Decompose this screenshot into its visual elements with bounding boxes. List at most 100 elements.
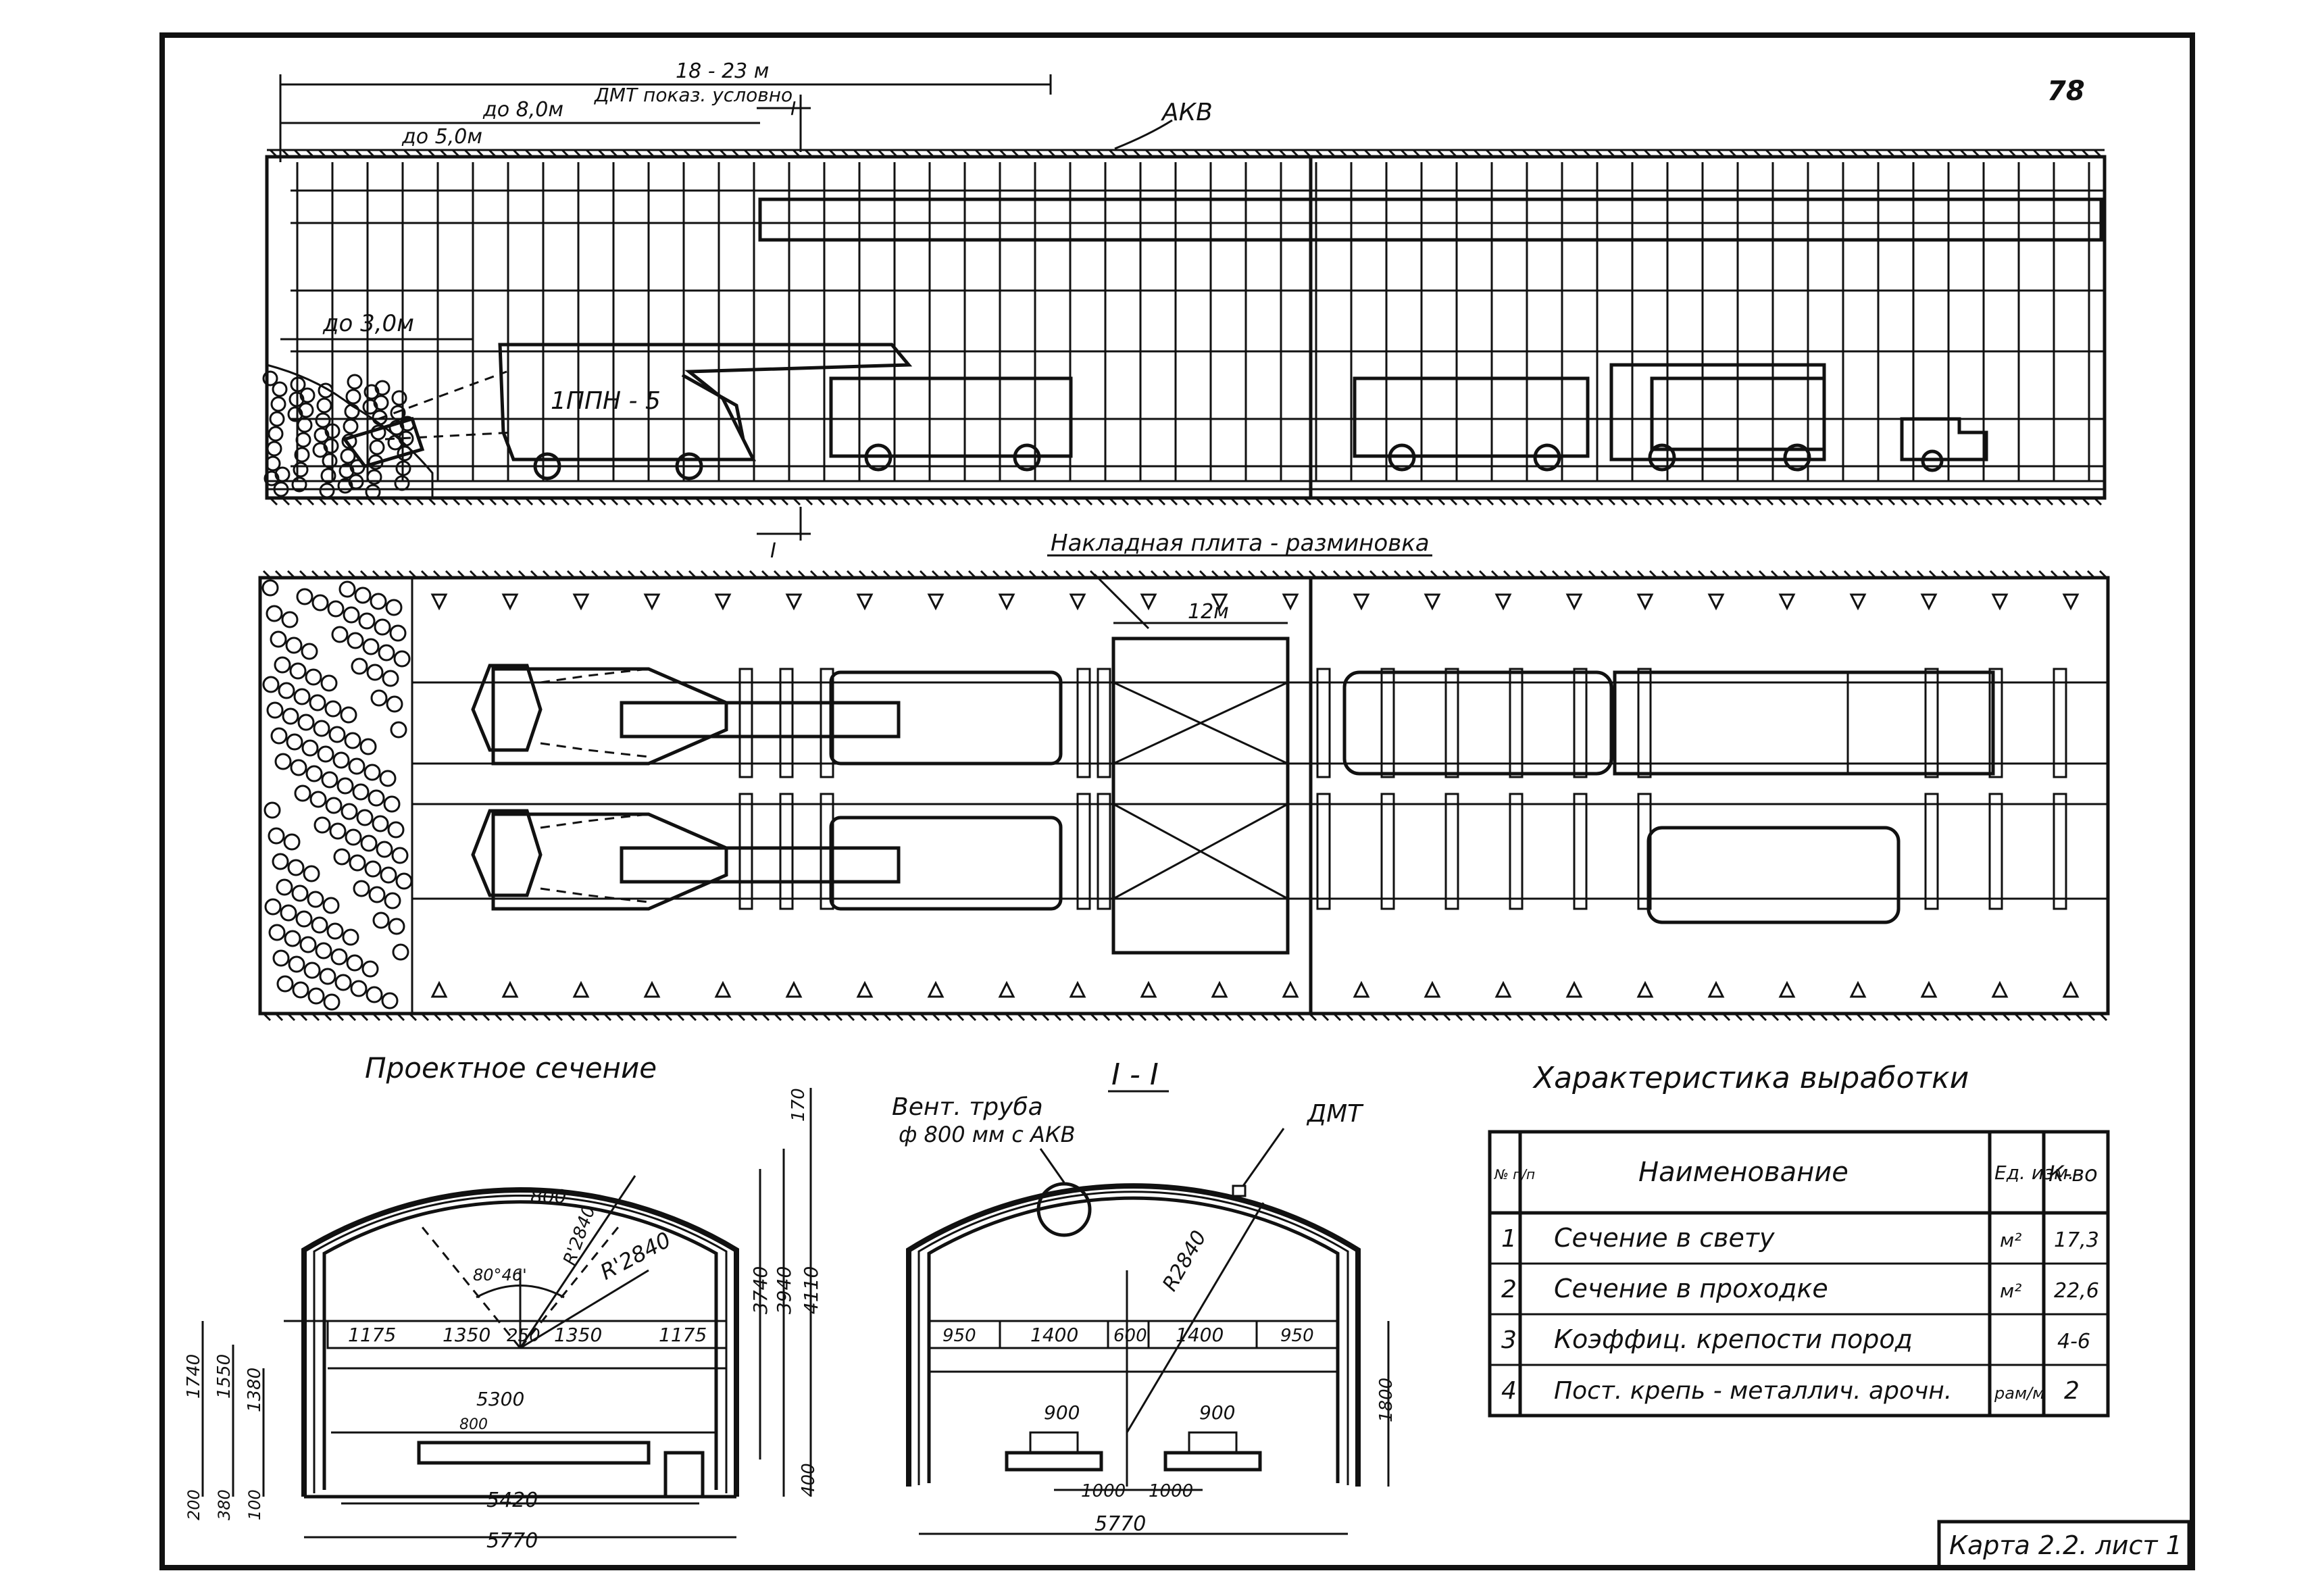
hatch-tick (1765, 149, 1774, 158)
hatch-tick (1734, 1012, 1743, 1022)
hatch-tick (809, 1012, 819, 1022)
hatch-tick (1120, 149, 1130, 158)
hatch-tick (2069, 497, 2078, 506)
hatch-tick (530, 570, 539, 579)
sleeper (820, 793, 834, 910)
hatch-tick (512, 497, 522, 506)
hatch-tick (1782, 570, 1792, 579)
hatch-tick (561, 149, 570, 158)
hatch-tick (688, 570, 697, 579)
hatch-tick (719, 497, 728, 506)
hatch-tick (1521, 497, 1531, 506)
sleeper (1316, 793, 1331, 910)
hatch-tick (1096, 149, 1105, 158)
loader-machine-1ppn5: 1ППН - 5 (341, 343, 913, 480)
hatch-tick (469, 1012, 478, 1022)
plan-wagons (1342, 670, 1995, 924)
hatch-tick (992, 570, 1001, 579)
hatch-tick (299, 1012, 308, 1022)
hatch-tick (274, 570, 284, 579)
rock-chunk (321, 771, 338, 789)
hatch-tick (293, 149, 303, 158)
hatch-tick (724, 1012, 734, 1022)
hatch-tick (1971, 149, 1981, 158)
dmt-box (1232, 1184, 1247, 1197)
support-marker (430, 980, 448, 998)
hatch-tick (1296, 570, 1305, 579)
hatch-tick (1649, 570, 1658, 579)
hatch-tick (1405, 570, 1415, 579)
rock-chunk (319, 968, 336, 985)
row3-qty: 4-6 (2057, 1330, 2090, 1353)
hatch-tick (299, 570, 308, 579)
hatch-tick (1369, 570, 1378, 579)
rock-chunk (376, 841, 393, 858)
rock-chunk (374, 380, 391, 396)
hatch-tick (846, 1012, 855, 1022)
dim-5770-s1: 5770 (1095, 1512, 1146, 1536)
rock-chunk (303, 865, 320, 882)
rock-chunk (325, 797, 343, 814)
hatch-tick (1923, 497, 1932, 506)
hatch-tick (518, 1012, 527, 1022)
rock-chunk (345, 828, 362, 846)
row4-unit: рам/м (1994, 1384, 2044, 1403)
hatch-tick (1059, 497, 1069, 506)
row2-unit: м² (2000, 1280, 2021, 1302)
rock-chunk (387, 434, 403, 451)
row2-name: Сечение в проходке (1554, 1274, 1828, 1303)
dim-1400-b: 1400 (1176, 1324, 1224, 1346)
rock-chunk (348, 474, 364, 490)
hatch-tick (1527, 570, 1536, 579)
characteristics-title: Характеристика выработки (1532, 1061, 1969, 1095)
hatch-tick (707, 149, 716, 158)
hatch-tick (1230, 497, 1239, 506)
hatch-tick (663, 570, 673, 579)
hatch-tick (1953, 570, 1962, 579)
dim-380: 380 (215, 1489, 234, 1520)
hatch-tick (1466, 1012, 1476, 1022)
hatch-tick (1211, 570, 1220, 579)
hatch-tick (755, 497, 765, 506)
support-marker (785, 593, 803, 611)
hatch-tick (1558, 497, 1567, 506)
hatch-tick (1247, 1012, 1257, 1022)
hatch-tick (391, 149, 400, 158)
hatch-tick (962, 149, 972, 158)
hatch-tick (1843, 570, 1853, 579)
hatch-tick (1084, 497, 1093, 506)
support-marker (2062, 593, 2080, 611)
hatch-tick (1442, 570, 1451, 579)
hatch-tick (1247, 570, 1257, 579)
hatch-tick (603, 570, 612, 579)
support-marker (1565, 593, 1583, 611)
hatch-tick (1984, 497, 1993, 506)
hatch-tick (1327, 149, 1336, 158)
hatch-tick (1661, 570, 1670, 579)
section-mark-bottom: I (770, 539, 776, 563)
rock-chunk (272, 949, 290, 967)
hatch-tick (877, 149, 886, 158)
hatch-tick (1594, 497, 1604, 506)
hatch-tick (1996, 497, 2005, 506)
sleeper (1097, 668, 1111, 778)
dim-18-23: 18 - 23 м (676, 59, 769, 83)
page-number: 78 (2047, 76, 2085, 107)
hatch-tick (1004, 1012, 1013, 1022)
hatch-tick (712, 1012, 722, 1022)
rock-chunk (266, 701, 284, 719)
hatch-tick (1813, 497, 1823, 506)
hatch-tick (1898, 149, 1908, 158)
rock-chunk (261, 579, 279, 597)
hatch-tick (1254, 497, 1263, 506)
support-marker (1353, 593, 1370, 611)
rock-chunk (268, 426, 284, 442)
hatch-tick (2001, 1012, 2011, 1022)
hatch-tick (1186, 1012, 1196, 1022)
hatch-tick (590, 1012, 600, 1022)
hatch-tick (1417, 1012, 1427, 1022)
hatch-tick (822, 570, 831, 579)
support-marker (1991, 980, 2009, 998)
hatch-tick (1673, 1012, 1682, 1022)
